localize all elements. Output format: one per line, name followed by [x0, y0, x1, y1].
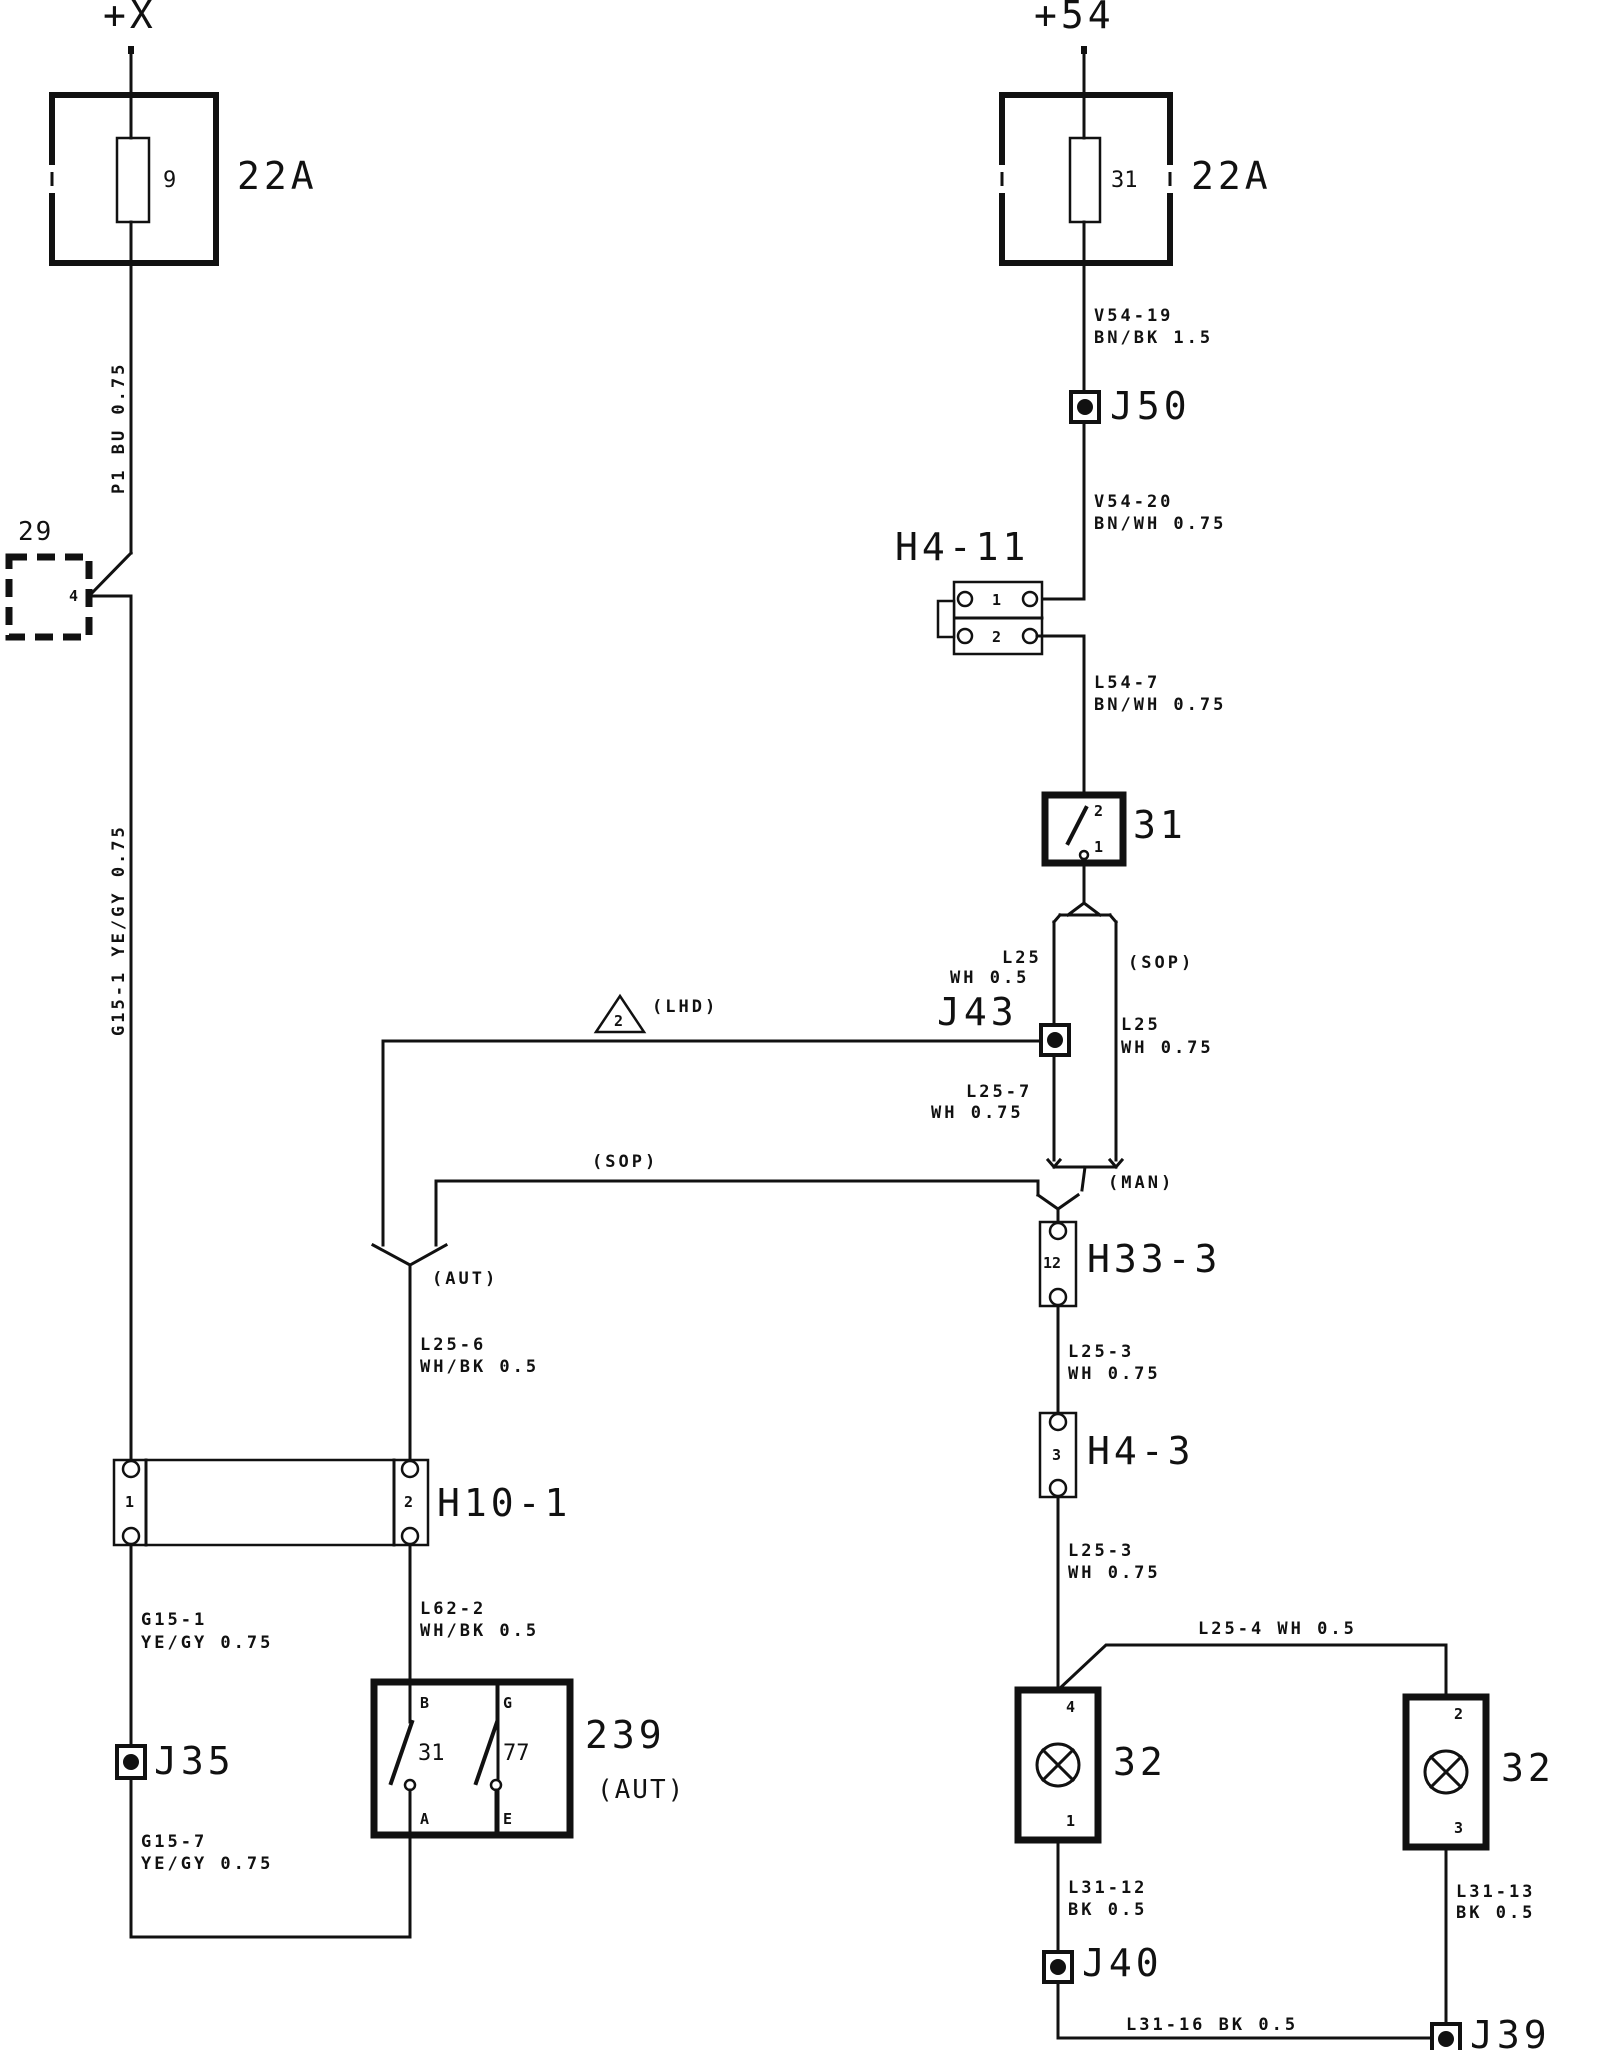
wire-spec-l31-13: BK 0.5 [1456, 1903, 1535, 1923]
relay-239-variant: (AUT) [597, 1775, 685, 1805]
lamp-left-pin-top: 4 [1066, 1698, 1075, 1716]
connector-h4-3-pin: 3 [1052, 1446, 1061, 1464]
connector-h10-1-pin-1: 1 [125, 1493, 134, 1511]
connector-h10-1-pin-2: 2 [404, 1493, 413, 1511]
switch-31-pin-top: 2 [1094, 802, 1103, 820]
wire-label-g15-1-vertical: G15-1 YE/GY 0.75 [109, 824, 129, 1036]
variant-aut: (AUT) [432, 1269, 498, 1289]
wire-id-l25-7: L25-7 [966, 1082, 1032, 1102]
connector-h4-11-label: H4-11 [895, 525, 1029, 569]
wire-id-l31-12: L31-12 [1068, 1878, 1147, 1898]
connector-h33-3-label: H33-3 [1087, 1237, 1221, 1281]
wire-id-g15-1: G15-1 [141, 1610, 207, 1630]
wire-id-l54-7: L54-7 [1094, 673, 1160, 693]
relay-239-label: 239 [585, 1713, 666, 1757]
wire-spec-g15-1: YE/GY 0.75 [141, 1633, 273, 1653]
lamp-right-pin-bottom: 3 [1454, 1819, 1463, 1837]
wire-spec-l25-3-a: WH 0.75 [1068, 1364, 1161, 1384]
lamp-right-label: 32 [1501, 1746, 1555, 1790]
lamp-left-pin-bottom: 1 [1066, 1812, 1075, 1830]
lamp-32-left: 4 1 32 [1014, 1686, 1167, 1844]
component-29: 29 4 [5, 517, 134, 641]
switch-31-pin-bottom: 1 [1094, 838, 1103, 856]
relay-239-contact-31: 31 [418, 1741, 445, 1766]
junction-j35-label: J35 [154, 1739, 235, 1783]
connector-h4-11-pin-1: 1 [992, 591, 1001, 609]
wire-id-l25-a: L25 [1002, 948, 1042, 968]
connector-h4-11-pin-2: 2 [992, 628, 1001, 646]
wire-label-l31-16: L31-16 BK 0.5 [1126, 2015, 1298, 2035]
switch-31-label: 31 [1133, 803, 1187, 847]
fuse-rating-left: 22A [237, 154, 318, 198]
left-supply: +X [103, 0, 157, 97]
connector-h10-1: 1 2 H10-1 [112, 1458, 571, 1547]
wire-spec-l25-7: WH 0.75 [931, 1103, 1024, 1123]
relay-239-pin-a: A [420, 1810, 429, 1828]
relay-239-pin-g: G [503, 1694, 512, 1712]
junction-j40: J40 [1042, 1941, 1163, 1985]
relay-239-pin-b: B [420, 1694, 429, 1712]
right-supply: +54 [1034, 0, 1115, 97]
wire-id-l62-2: L62-2 [420, 1599, 486, 1619]
fuse-number-right: 31 [1111, 168, 1138, 193]
wire-label-p1: P1 BU 0.75 [109, 362, 129, 494]
connector-h4-3-label: H4-3 [1087, 1429, 1195, 1473]
lamp-32-right: 2 3 32 [1402, 1693, 1555, 1851]
note-number: 2 [614, 1012, 623, 1030]
connector-h33-3: 12 H33-3 [1038, 1207, 1221, 1308]
wire-id-l25-3-a: L25-3 [1068, 1342, 1134, 1362]
wire-id-l25-b: L25 [1121, 1015, 1161, 1035]
lamp-right-pin-top: 2 [1454, 1705, 1463, 1723]
fuse-number-left: 9 [163, 168, 176, 193]
junction-j39: J39 [1430, 2013, 1551, 2050]
wire-spec-v54-19: BN/BK 1.5 [1094, 328, 1213, 348]
variant-lhd: (LHD) [652, 997, 718, 1017]
switch-31: 2 1 31 [1041, 791, 1187, 867]
junction-j35: J35 [115, 1739, 235, 1783]
junction-j50: J50 [1069, 384, 1191, 428]
wire-spec-l54-7: BN/WH 0.75 [1094, 695, 1226, 715]
junction-j50-label: J50 [1110, 384, 1191, 428]
component-29-label: 29 [18, 517, 53, 547]
supply-label-left: +X [103, 0, 157, 37]
relay-239-contact-77: 77 [503, 1741, 530, 1766]
fuse-right: 31 22A [999, 92, 1272, 266]
lamp-left-label: 32 [1113, 1740, 1167, 1784]
wire-label-l25-4: L25-4 WH 0.5 [1198, 1619, 1357, 1639]
wire-spec-g15-7: YE/GY 0.75 [141, 1854, 273, 1874]
wire-spec-l25-a: WH 0.5 [950, 968, 1029, 988]
wire-spec-l25-6: WH/BK 0.5 [420, 1357, 539, 1377]
variant-sop-lower: (SOP) [592, 1152, 658, 1172]
variant-sop-upper: (SOP) [1128, 953, 1194, 973]
connector-h4-11: H4-11 1 2 [895, 525, 1044, 656]
relay-239: B G A E 31 77 239 (AUT) [370, 1678, 685, 1839]
junction-j40-label: J40 [1082, 1941, 1163, 1985]
wire-id-l31-13: L31-13 [1456, 1882, 1535, 1902]
wire-spec-l25-b: WH 0.75 [1121, 1038, 1214, 1058]
wire-spec-l31-12: BK 0.5 [1068, 1900, 1147, 1920]
supply-label-right: +54 [1034, 0, 1115, 37]
wire-id-v54-20: V54-20 [1094, 492, 1173, 512]
junction-j39-label: J39 [1470, 2013, 1551, 2050]
fuse-rating-right: 22A [1191, 154, 1272, 198]
junction-j43: J43 [937, 990, 1071, 1057]
connector-h4-3: 3 H4-3 [1038, 1411, 1195, 1499]
wire-id-g15-7: G15-7 [141, 1832, 207, 1852]
wire-id-l25-3-b: L25-3 [1068, 1541, 1134, 1561]
connector-h33-3-pin: 12 [1043, 1254, 1061, 1272]
junction-j43-label: J43 [937, 990, 1018, 1034]
wire-id-l25-6: L25-6 [420, 1335, 486, 1355]
variant-man: (MAN) [1108, 1173, 1174, 1193]
wire-id-v54-19: V54-19 [1094, 306, 1173, 326]
note-lhd: 2 (LHD) [593, 993, 718, 1034]
relay-239-pin-e: E [503, 1810, 512, 1828]
fuse-left: 9 22A [49, 92, 318, 266]
wire-spec-v54-20: BN/WH 0.75 [1094, 514, 1226, 534]
wire-spec-l25-3-b: WH 0.75 [1068, 1563, 1161, 1583]
connector-h10-1-label: H10-1 [437, 1481, 571, 1525]
component-29-pin: 4 [69, 587, 78, 605]
wire-spec-l62-2: WH/BK 0.5 [420, 1621, 539, 1641]
